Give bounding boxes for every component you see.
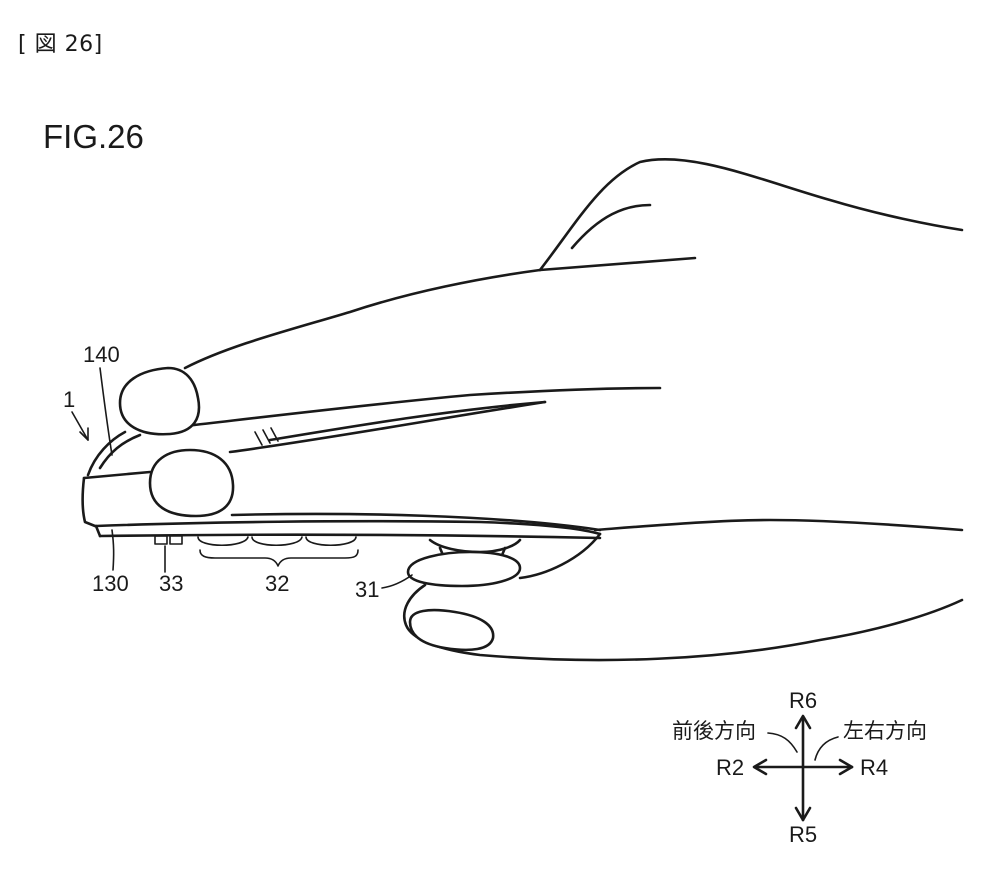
index-fingernail	[118, 366, 201, 436]
label-31: 31	[355, 577, 379, 602]
index-finger	[118, 366, 662, 436]
arrow-up-icon	[794, 714, 812, 730]
label-140: 140	[83, 342, 120, 367]
arrow-left-icon	[752, 758, 768, 776]
figure-title: FIG.26	[43, 118, 144, 155]
middle-finger	[148, 400, 547, 518]
thumbnail	[408, 608, 495, 652]
front-back-direction-label: 前後方向	[672, 719, 756, 743]
leader-lines	[71, 367, 413, 589]
direction-r6: R6	[789, 688, 817, 713]
label-1: 1	[63, 387, 75, 412]
direction-cross	[752, 714, 854, 822]
stick-31	[406, 538, 522, 588]
direction-r5: R5	[789, 822, 817, 847]
label-130: 130	[92, 571, 129, 596]
direction-r4: R4	[860, 755, 888, 780]
arrow-down-icon	[794, 806, 812, 822]
left-right-direction-label: 左右方向	[843, 719, 927, 743]
upper-hand-outline	[183, 158, 964, 370]
middle-fingernail	[148, 448, 235, 518]
arrow-right-icon	[838, 758, 854, 776]
controller-body	[81, 430, 602, 546]
direction-r2: R2	[716, 755, 744, 780]
label-32: 32	[265, 571, 289, 596]
figure-header: [ 図 26]	[18, 32, 103, 57]
label-33: 33	[159, 571, 183, 596]
lower-hand	[403, 518, 964, 662]
